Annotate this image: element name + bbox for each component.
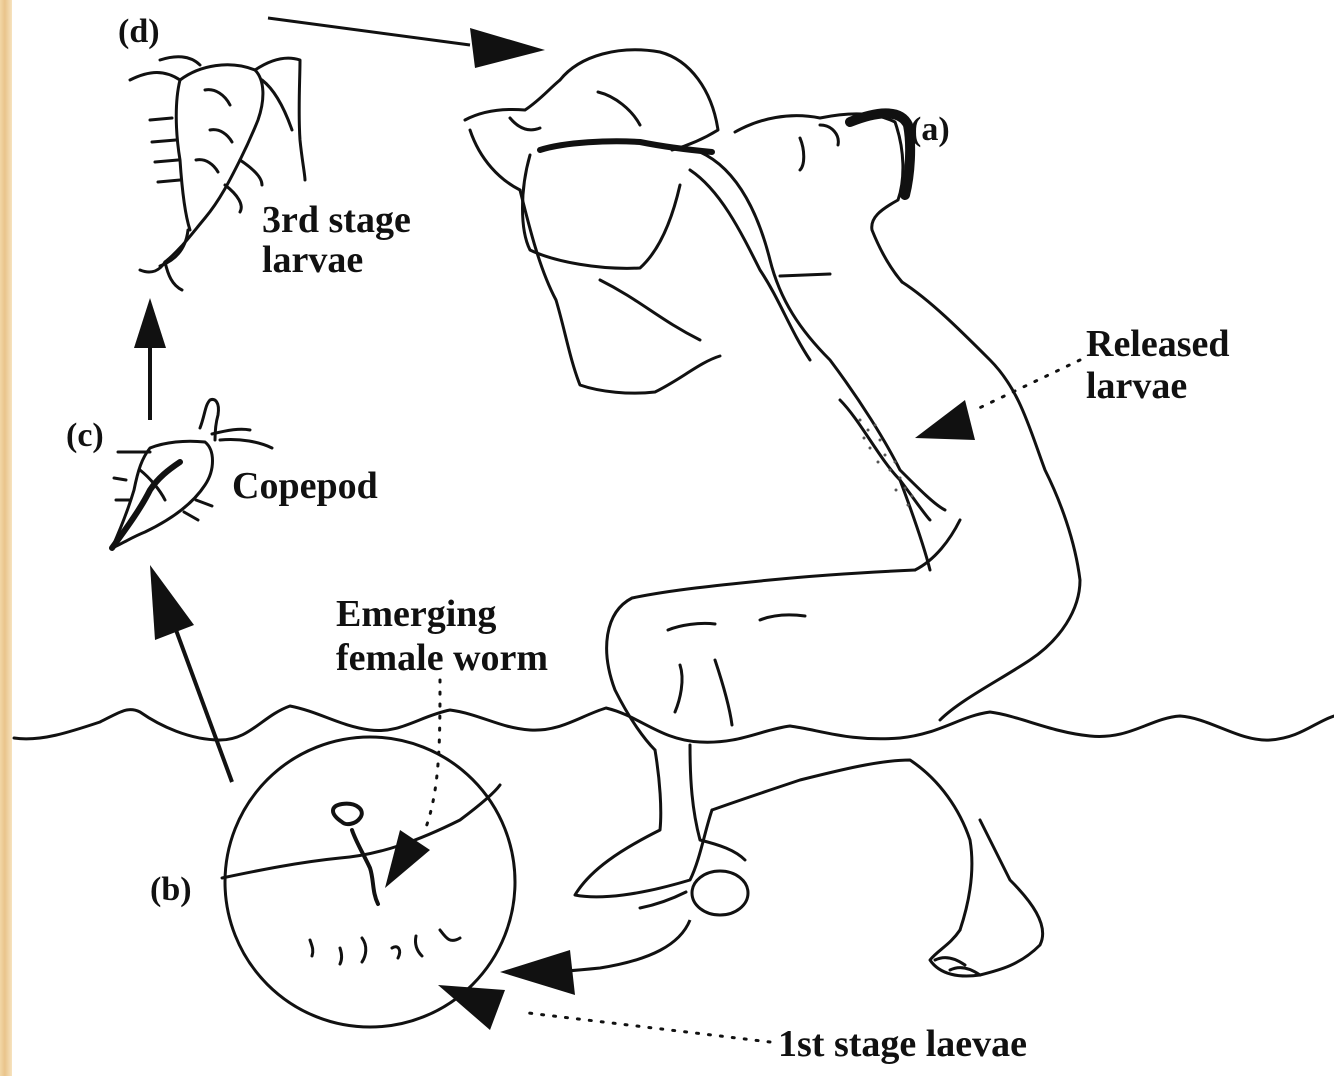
label-d: (d) (118, 13, 160, 50)
first-stage-dotted-line (520, 1012, 770, 1042)
released-larvae-dotted-line (975, 360, 1080, 410)
label-released-line1: Released (1086, 323, 1230, 365)
left-frame-border (0, 0, 12, 1076)
arrow-d-to-a (268, 18, 470, 45)
person-drinking-figure (465, 50, 1080, 976)
arrow-d-to-a-head (470, 28, 545, 68)
label-b: (b) (150, 871, 192, 908)
diagram-canvas: (d) (a) (c) (b) 3rd stage larvae Copepod… (12, 0, 1334, 1076)
label-c: (c) (66, 417, 104, 454)
label-emerging-line2: female worm (336, 637, 548, 679)
label-third-stage-line2: larvae (262, 239, 363, 281)
label-a: (a) (910, 111, 950, 148)
arrow-b-to-c-head (150, 565, 194, 640)
label-copepod: Copepod (232, 465, 378, 507)
lifecycle-diagram: (d) (a) (c) (b) 3rd stage larvae Copepod… (12, 0, 1334, 1076)
label-released-line2: larvae (1086, 365, 1187, 407)
emerging-worm-arrowhead (385, 830, 430, 888)
lifecycle-arrows (134, 18, 1080, 1042)
first-stage-arrowhead (438, 985, 505, 1030)
inset-circle-b (222, 737, 515, 1027)
label-first-stage: 1st stage laevae (778, 1023, 1027, 1065)
arrow-c-to-d-head (134, 298, 166, 348)
arrow-ankle-to-b-head (500, 950, 575, 995)
emerging-worm-dotted-line (425, 680, 440, 830)
arrow-b-to-c (176, 630, 232, 782)
label-third-stage-line1: 3rd stage (262, 199, 411, 241)
label-emerging-line1: Emerging (336, 593, 496, 635)
released-larvae-arrowhead (915, 400, 975, 440)
